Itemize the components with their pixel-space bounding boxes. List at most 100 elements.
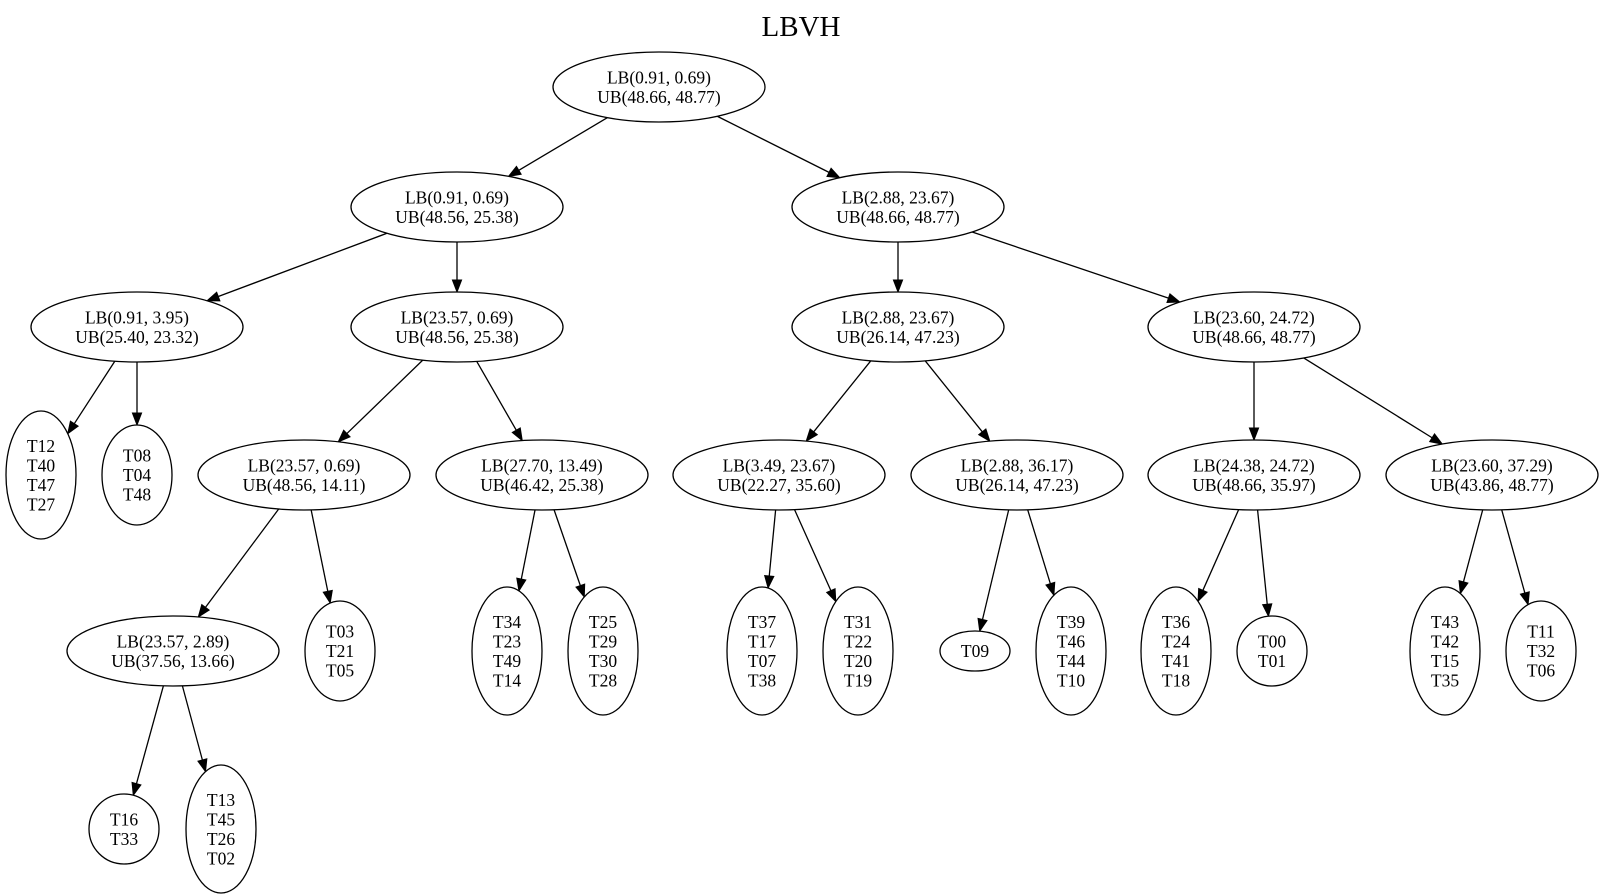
bound-label: LB(0.91, 0.69) — [607, 67, 711, 87]
bounding-box-node: LB(24.38, 24.72)UB(48.66, 35.97) — [1147, 439, 1361, 511]
arrowhead-icon — [1197, 587, 1208, 603]
edge-line — [1202, 509, 1240, 591]
tree-edge — [310, 509, 333, 605]
bounding-box-node: LB(23.57, 2.89)UB(37.56, 13.66) — [66, 615, 280, 687]
bounding-box-node: LB(23.60, 37.29)UB(43.86, 48.77) — [1385, 439, 1599, 511]
bound-label: LB(23.57, 0.69) — [401, 307, 514, 327]
arrowhead-icon — [1045, 581, 1056, 597]
triangle-id-label: T13 — [207, 790, 235, 810]
arrowhead-icon — [825, 587, 837, 603]
triangle-id-label: T32 — [1527, 641, 1555, 661]
node-ellipse — [471, 586, 543, 716]
node-ellipse — [88, 793, 160, 865]
edge-line — [981, 509, 1010, 620]
bound-label: LB(23.57, 2.89) — [117, 631, 230, 651]
arrowhead-icon — [516, 577, 527, 593]
arrowhead-icon — [66, 420, 80, 435]
tree-edge — [1256, 509, 1273, 618]
edge-line — [1027, 509, 1051, 584]
bound-label: UB(48.56, 14.11) — [243, 475, 366, 495]
triangle-id-label: T40 — [27, 455, 55, 475]
arrowhead-icon — [451, 279, 463, 294]
bound-label: LB(3.49, 23.67) — [723, 455, 836, 475]
arrowhead-icon — [205, 291, 221, 302]
arrowhead-icon — [1519, 591, 1530, 606]
triangle-id-label: T03 — [326, 622, 354, 642]
arrowhead-icon — [892, 279, 904, 294]
arrowhead-icon — [575, 583, 586, 599]
edge-line — [346, 359, 424, 435]
tree-edge — [971, 231, 1182, 304]
tree-edge — [131, 685, 165, 797]
tree-edge — [66, 360, 116, 435]
arrowhead-icon — [977, 617, 988, 633]
edges-layer — [66, 115, 1530, 797]
triangle-id-label: T27 — [27, 494, 55, 514]
edge-line — [1501, 509, 1526, 594]
triangle-id-label: T01 — [1258, 651, 1286, 671]
nodes-layer: LB(0.91, 0.69)UB(48.66, 48.77)LB(0.91, 0… — [5, 51, 1599, 894]
triangle-id-label: T20 — [844, 651, 872, 671]
node-ellipse — [304, 600, 376, 702]
edge-line — [520, 509, 536, 580]
triangle-id-label: T47 — [27, 475, 55, 495]
arrowhead-icon — [337, 429, 351, 443]
node-ellipse — [567, 586, 639, 716]
arrowhead-icon — [826, 167, 842, 179]
tree-edge — [892, 242, 904, 294]
edge-line — [793, 509, 832, 591]
triangle-id-label: T28 — [589, 670, 617, 690]
triangle-id-label: T16 — [110, 809, 138, 829]
tree-edge — [181, 685, 208, 773]
edge-line — [181, 685, 204, 761]
triangle-id-label: T08 — [123, 446, 151, 466]
edge-line — [310, 509, 329, 592]
bounding-box-node: LB(2.88, 23.67)UB(48.66, 48.77) — [791, 171, 1005, 243]
arrowhead-icon — [763, 575, 775, 590]
bound-label: UB(37.56, 13.66) — [111, 651, 235, 671]
arrowhead-icon — [507, 165, 522, 178]
bounding-box-node: LB(0.91, 0.69)UB(48.56, 25.38) — [350, 171, 564, 243]
bound-label: LB(0.91, 3.95) — [85, 307, 189, 327]
triangle-id-label: T31 — [844, 612, 872, 632]
triangle-id-label: T34 — [493, 612, 521, 632]
tree-edge — [805, 360, 872, 443]
edge-line — [204, 508, 280, 608]
triangle-id-label: T10 — [1057, 670, 1085, 690]
node-ellipse — [910, 439, 1124, 511]
arrowhead-icon — [322, 589, 333, 605]
triangle-id-label: T25 — [589, 612, 617, 632]
node-ellipse — [1236, 615, 1308, 687]
triangle-id-label: T46 — [1057, 631, 1085, 651]
triangle-id-label: T48 — [123, 485, 151, 505]
triangle-id-label: T07 — [748, 651, 776, 671]
node-ellipse — [726, 586, 798, 716]
bound-label: LB(2.88, 23.67) — [842, 307, 955, 327]
arrowhead-icon — [197, 758, 208, 773]
tree-edge — [763, 509, 777, 590]
node-ellipse — [1140, 586, 1212, 716]
tree-edge — [1248, 362, 1260, 442]
tree-edge — [1303, 357, 1444, 445]
node-ellipse — [5, 410, 77, 540]
bound-label: UB(26.14, 47.23) — [836, 327, 960, 347]
bound-label: UB(43.86, 48.77) — [1430, 475, 1554, 495]
triangle-id-label: T35 — [1431, 670, 1459, 690]
tree-edge — [1458, 509, 1484, 595]
node-ellipse — [791, 171, 1005, 243]
bound-label: UB(48.66, 35.97) — [1192, 475, 1316, 495]
node-ellipse — [1409, 586, 1481, 716]
triangle-id-label: T15 — [1431, 651, 1459, 671]
node-ellipse — [1035, 586, 1107, 716]
node-ellipse — [1505, 600, 1577, 702]
edge-line — [924, 360, 983, 433]
triangle-id-label: T45 — [207, 809, 235, 829]
node-ellipse — [672, 439, 886, 511]
